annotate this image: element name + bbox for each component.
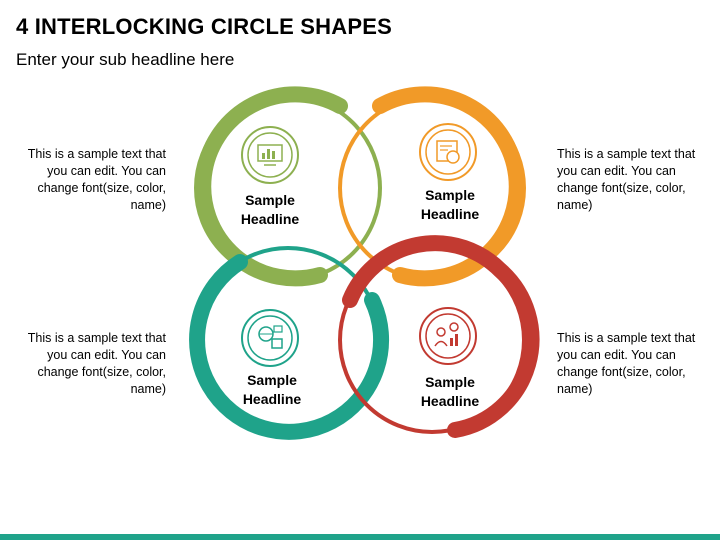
slide-title: 4 INTERLOCKING CIRCLE SHAPES [16, 14, 392, 39]
ring-top-left [194, 86, 382, 287]
text-bottom-right: This is a sample text that you can edit.… [557, 331, 696, 396]
business-growth-settings-icon [419, 307, 477, 365]
ring-bottom-right [338, 235, 540, 438]
text-top-right: This is a sample text that you can edit.… [557, 147, 696, 212]
finance-document-icon [419, 123, 477, 181]
footer-accent-bar [0, 534, 720, 540]
text-bottom-left: This is a sample text that you can edit.… [27, 331, 166, 396]
ring-bottom-left [189, 246, 390, 440]
ring-top-right [338, 86, 526, 287]
slide-subtitle: Enter your sub headline here [16, 50, 235, 69]
global-data-network-icon [241, 309, 299, 367]
analytics-dashboard-icon [241, 126, 299, 184]
text-top-left: This is a sample text that you can edit.… [27, 147, 166, 212]
